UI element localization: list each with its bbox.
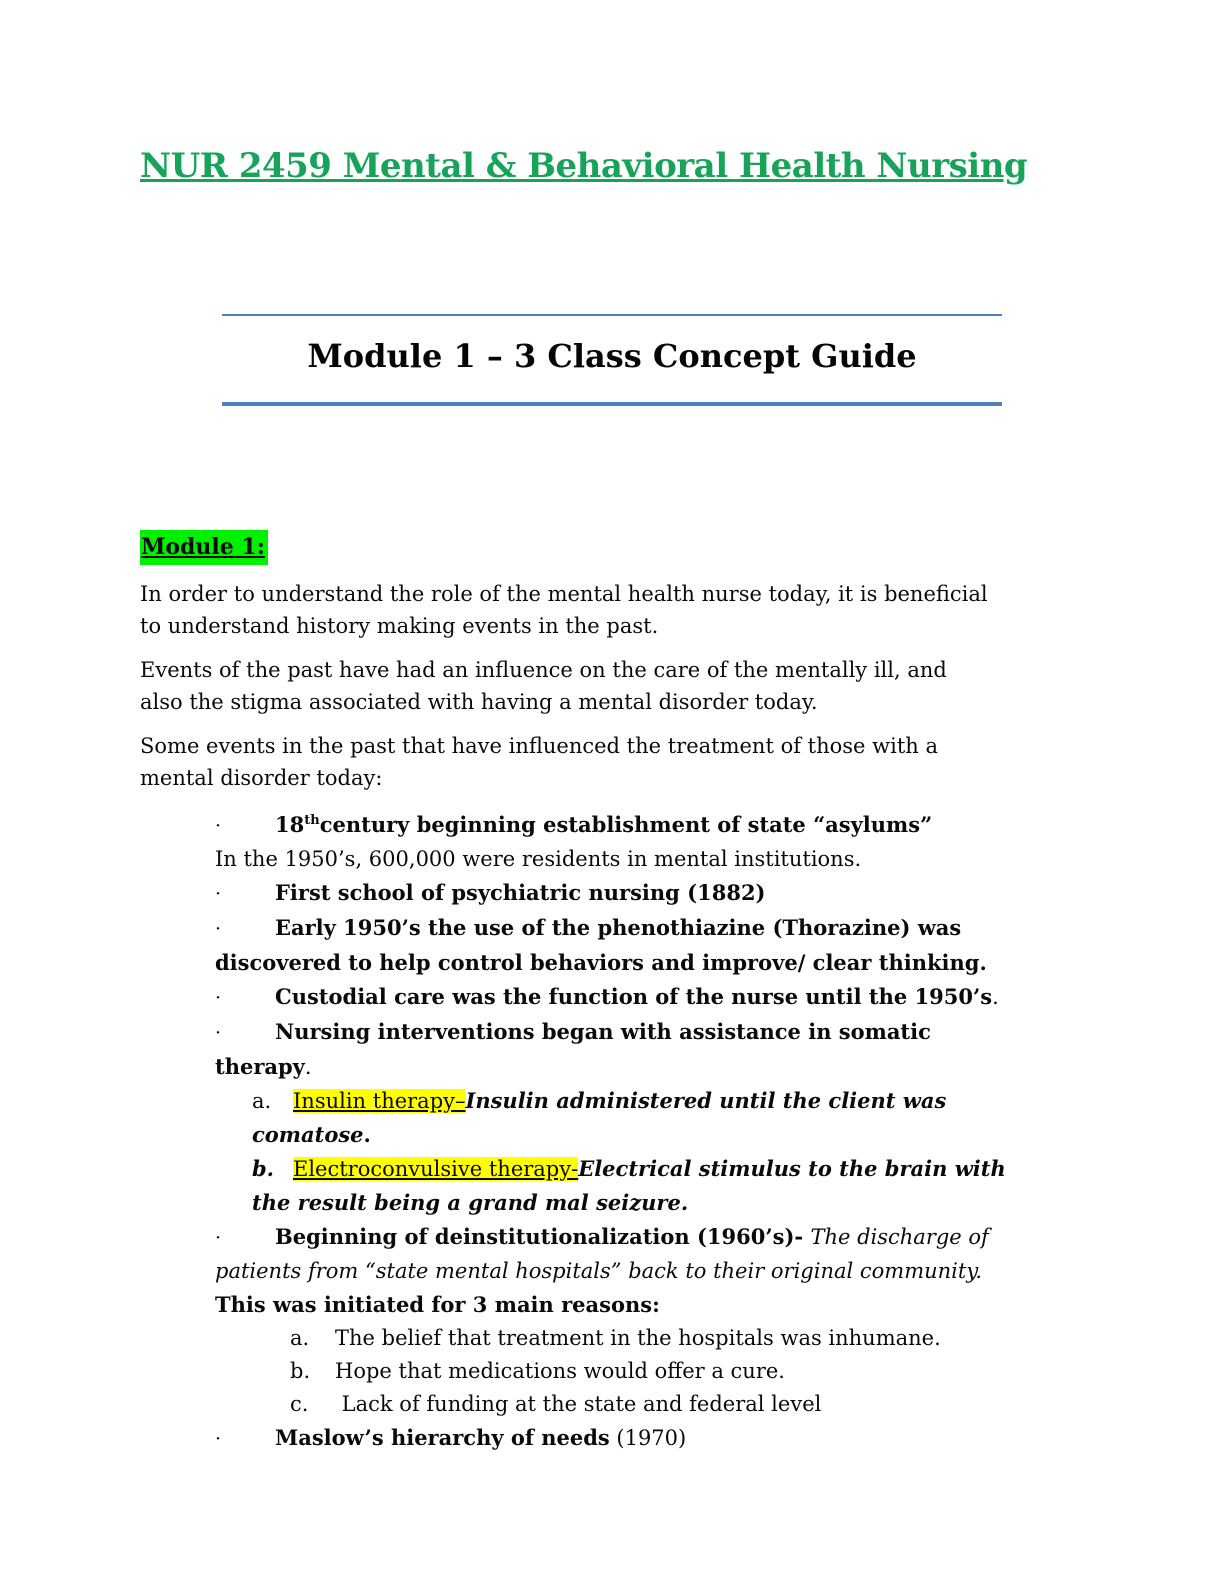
text-run: Nursing interventions began with assista… [275, 1019, 931, 1044]
text-run: Hope that medications would offer a cure… [335, 1359, 785, 1383]
text-run: Lack of funding at the state and federal… [335, 1392, 822, 1416]
text-run: patients from “state mental hospitals” b… [215, 1259, 983, 1283]
text-run: comatose [252, 1122, 364, 1147]
influence-paragraph: Events of the past have had an influence… [140, 654, 1150, 718]
list-marker: a. [290, 1326, 310, 1350]
bullet-asylums: · 18thcentury beginning establishment of … [215, 808, 1150, 876]
reason-medications: b. Hope that medications would offer a cu… [290, 1355, 1150, 1388]
list-marker: · [215, 1227, 222, 1249]
sub-item-insulin-therapy: a. Insulin therapy–Insulin administered u… [252, 1084, 1150, 1152]
list-marker: c. [290, 1392, 309, 1416]
document-title: NUR 2459 Mental & Behavioral Health Nurs… [140, 146, 1028, 186]
sub-item-electroconvulsive-therapy: b. Electroconvulsive therapy-Electrical s… [252, 1152, 1150, 1220]
text-run: Electrical stimulus to the brain with [578, 1156, 1006, 1181]
bullet-custodial-care: · Custodial care was the function of the … [215, 980, 1150, 1015]
text-run: Events of the past have had an influence… [140, 658, 947, 682]
text-run: . [992, 985, 999, 1009]
text-run: Insulin administered until the client wa… [465, 1088, 947, 1113]
text-run: . [304, 1055, 312, 1079]
text-run: Custodial care was the function of the n… [275, 984, 993, 1009]
text-run: century beginning establishment of state… [319, 812, 933, 837]
document-body: In order to understand the role of the m… [140, 578, 1150, 1456]
text-run: First school of psychiatric nursing (188… [275, 880, 766, 905]
text-run: discovered to help control behaviors and… [215, 950, 987, 975]
bullet-maslow: · Maslow’s hierarchy of needs (1970) [215, 1421, 1150, 1456]
intro-paragraph: In order to understand the role of the m… [140, 578, 1150, 642]
reason-funding: c. Lack of funding at the state and fede… [290, 1388, 1150, 1421]
list-marker: · [215, 883, 222, 905]
list-marker: · [215, 987, 222, 1009]
list-marker: · [215, 1022, 222, 1044]
text-run: The belief that treatment in the hospita… [335, 1326, 941, 1350]
list-marker: a. [252, 1089, 272, 1113]
text-run: In order to understand the role of the m… [140, 582, 988, 606]
text-run: (1970) [609, 1426, 687, 1450]
list-marker: · [215, 918, 222, 940]
text-run: The discharge of [810, 1225, 989, 1249]
text-run: to understand history making events in t… [140, 614, 659, 638]
bullet-thorazine: · Early 1950’s the use of the phenothiazi… [215, 911, 1150, 980]
text-run: therapy [215, 1054, 305, 1079]
list-marker: b. [290, 1359, 311, 1383]
text-run: mental disorder today: [140, 766, 383, 790]
text-run: 18 [275, 812, 305, 837]
text-run: Some events in the past that have influe… [140, 734, 938, 758]
reason-inhumane: a. The belief that treatment in the hospi… [290, 1322, 1150, 1355]
subtitle-banner: Module 1 – 3 Class Concept Guide [222, 314, 1002, 406]
list-marker: · [215, 1428, 222, 1450]
module-1-heading: Module 1: [140, 530, 268, 565]
list-marker: · [215, 815, 222, 837]
text-run: the result being a grand mal seizure. [252, 1190, 689, 1215]
bullet-first-school: · First school of psychiatric nursing (18… [215, 876, 1150, 911]
text-run: . [363, 1122, 371, 1147]
text-run: Electroconvulsive therapy- [293, 1157, 579, 1181]
module-heading-row: Module 1: [140, 530, 1224, 565]
text-run: Insulin therapy– [293, 1089, 466, 1113]
text-run: Beginning of deinstitutionalization (196… [275, 1224, 795, 1249]
subtitle: Module 1 – 3 Class Concept Guide [307, 337, 917, 375]
text-run: This was initiated for 3 main reasons: [215, 1292, 660, 1317]
text-run: Early 1950’s the use of the phenothiazin… [275, 915, 962, 940]
text-run: also the stigma associated with having a… [140, 690, 818, 714]
text-run: th [304, 813, 320, 828]
bullet-deinstitutionalization: · Beginning of deinstitutionalization (19… [215, 1220, 1150, 1322]
text-run: - [794, 1224, 811, 1249]
text-run: In the 1950’s, 600,000 were residents in… [215, 847, 862, 871]
bullet-somatic-therapy: · Nursing interventions began with assist… [215, 1015, 1150, 1084]
list-marker: b. [252, 1156, 274, 1181]
events-lead-paragraph: Some events in the past that have influe… [140, 730, 1150, 794]
text-run: Maslow’s hierarchy of needs [275, 1425, 610, 1450]
